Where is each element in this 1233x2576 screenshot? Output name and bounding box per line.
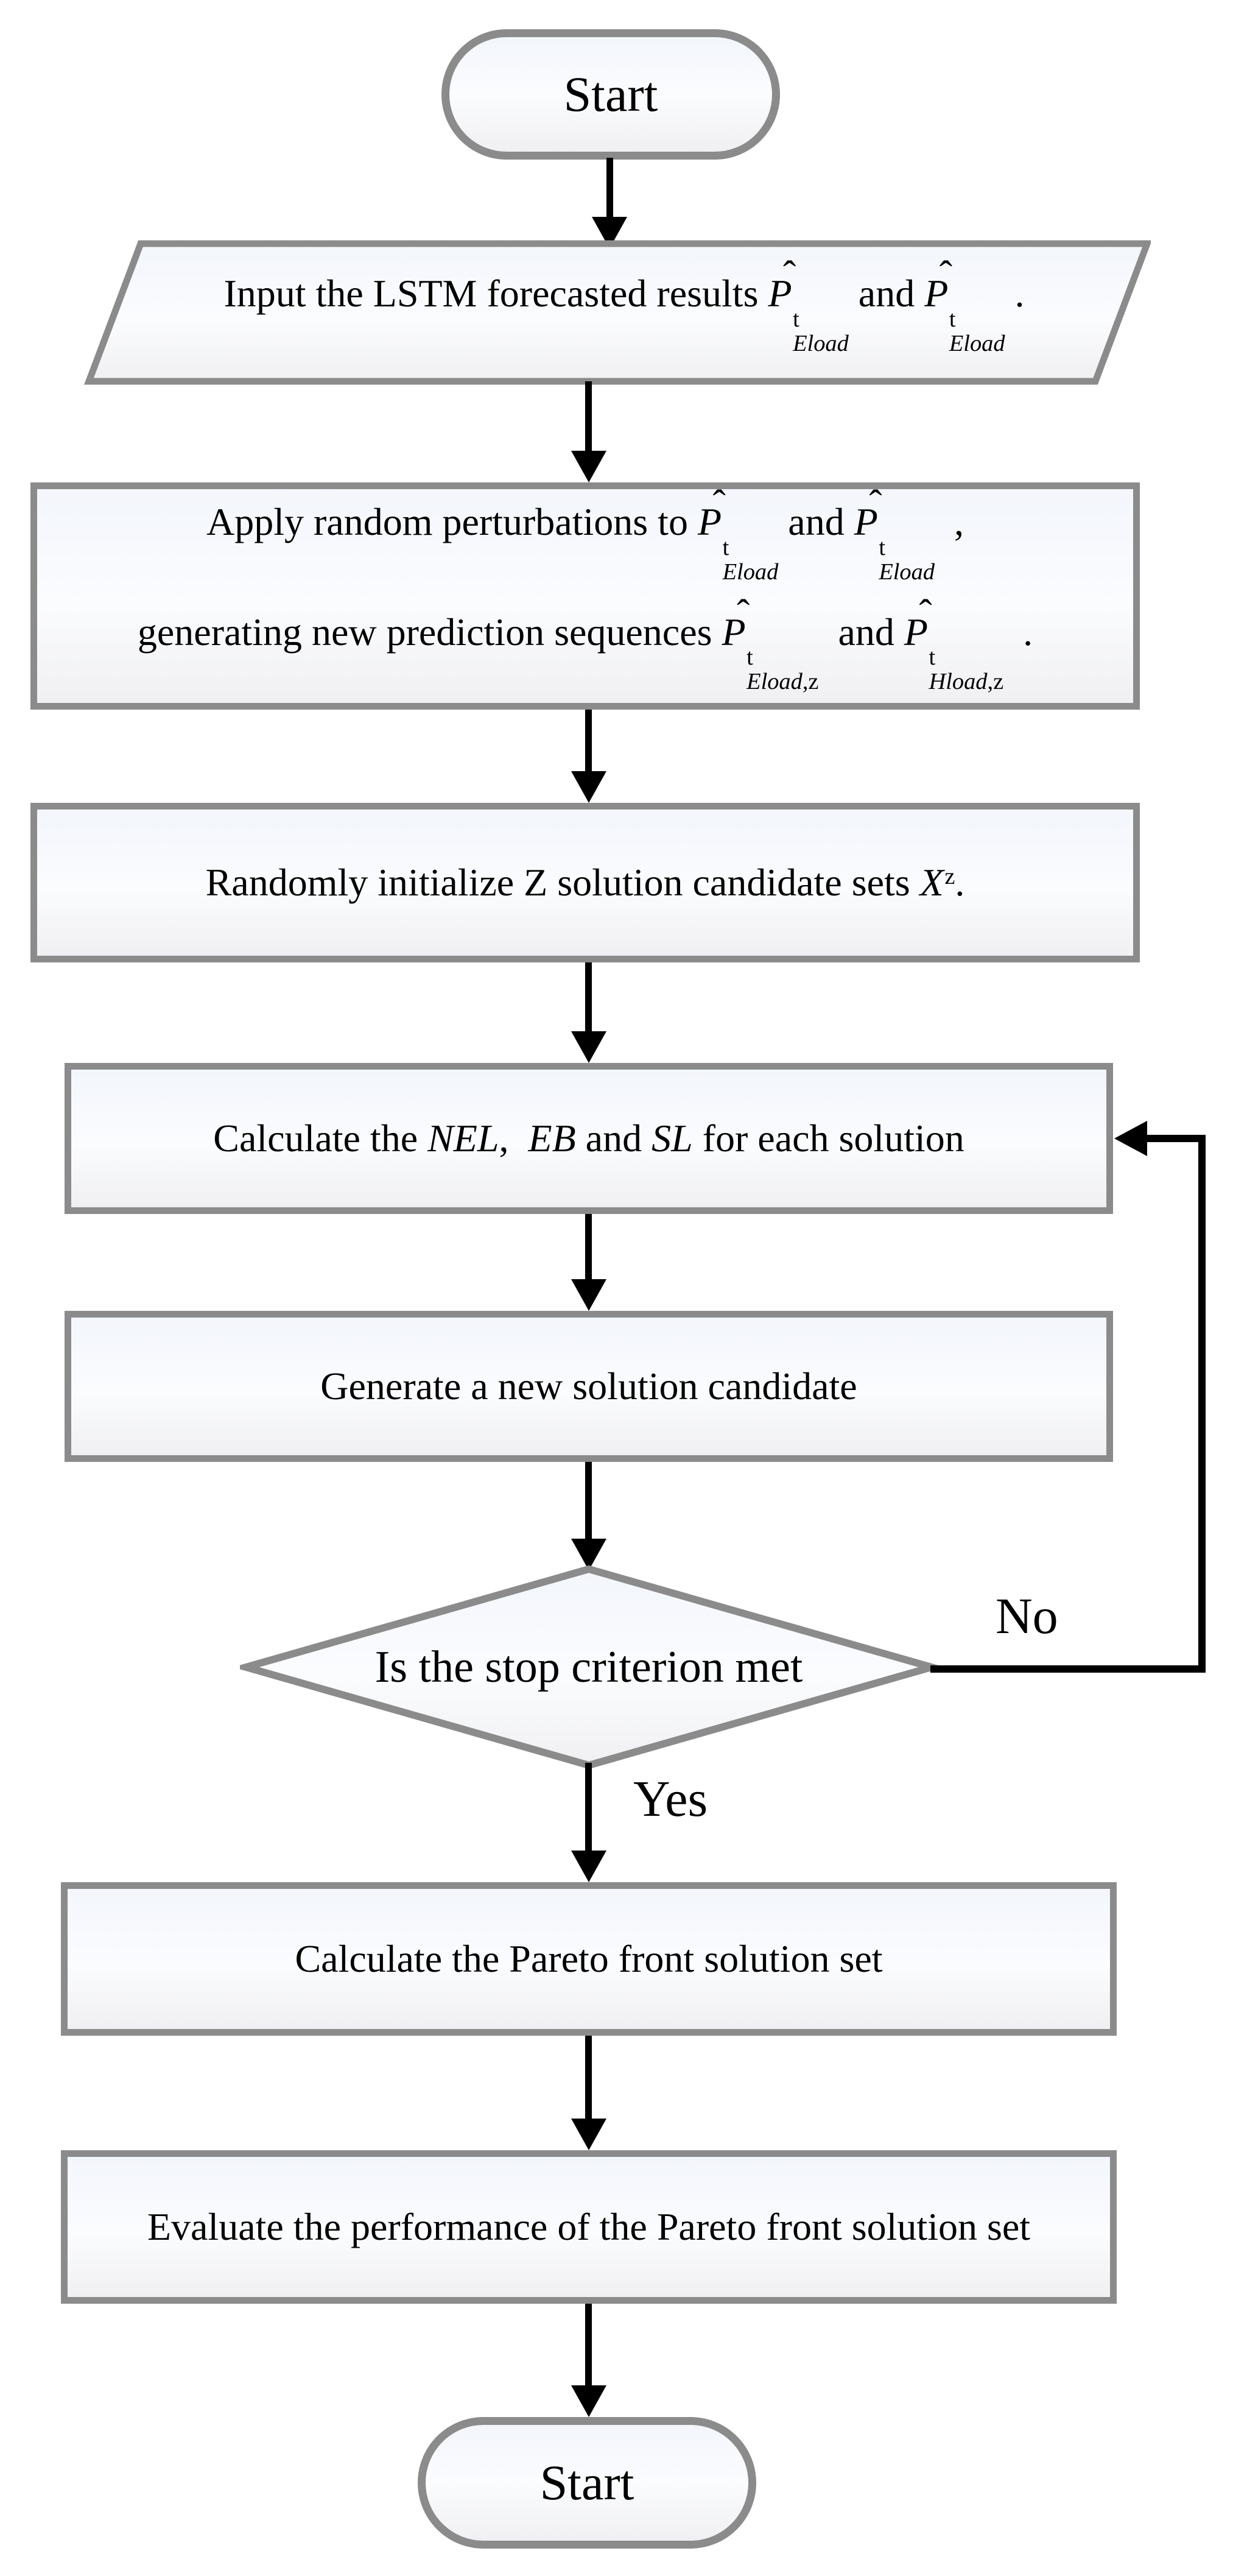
connector-line bbox=[606, 158, 613, 219]
edge-label-no: No bbox=[996, 1588, 1058, 1645]
connector-line bbox=[585, 710, 592, 773]
connector-line bbox=[585, 1462, 592, 1540]
arrowhead-down-icon bbox=[571, 771, 606, 803]
arrowhead-down-icon bbox=[571, 2119, 606, 2150]
edge-label-yes: Yes bbox=[633, 1771, 708, 1827]
pareto-text: Calculate the Pareto front solution set bbox=[295, 1937, 883, 1980]
loop-line-vertical bbox=[1198, 1135, 1206, 1673]
arrowhead-down-icon bbox=[571, 1851, 606, 1882]
connector-line bbox=[585, 962, 592, 1033]
arrowhead-left-icon bbox=[1114, 1121, 1147, 1156]
calc-text: Calculate the NEL, EB and SL for each so… bbox=[213, 1117, 964, 1160]
connector-line bbox=[585, 1214, 592, 1281]
loop-line-bottom bbox=[930, 1665, 1206, 1673]
decision-node: Is the stop criterion met bbox=[240, 1563, 938, 1771]
process-box-generate: Generate a new solution candidate bbox=[65, 1311, 1113, 1462]
arrowhead-down-icon bbox=[571, 1031, 606, 1063]
connector-line bbox=[585, 2304, 592, 2387]
evaluate-text: Evaluate the performance of the Pareto f… bbox=[147, 2205, 1031, 2248]
start-terminator-top: Start bbox=[441, 29, 780, 160]
connector-line bbox=[585, 2036, 592, 2120]
generate-text: Generate a new solution candidate bbox=[320, 1364, 857, 1408]
arrowhead-down-icon bbox=[571, 2385, 606, 2417]
arrowhead-down-icon bbox=[571, 1279, 606, 1311]
decision-text: Is the stop criterion met bbox=[374, 1642, 803, 1692]
loop-line-top bbox=[1147, 1135, 1206, 1142]
input-parallelogram-shape bbox=[84, 240, 1151, 385]
arrowhead-down-icon bbox=[571, 451, 606, 482]
process-box-evaluate: Evaluate the performance of the Pareto f… bbox=[61, 2150, 1117, 2304]
init-text: Randomly initialize Z solution candidate… bbox=[205, 861, 965, 904]
start-bottom-label: Start bbox=[539, 2455, 634, 2510]
process-box-pareto: Calculate the Pareto front solution set bbox=[61, 1882, 1117, 2036]
connector-line bbox=[585, 381, 592, 453]
process-box-calc: Calculate the NEL, EB and SL for each so… bbox=[65, 1063, 1113, 1214]
start-top-label: Start bbox=[563, 66, 658, 122]
start-terminator-bottom: Start bbox=[418, 2417, 756, 2549]
connector-line bbox=[585, 1763, 592, 1851]
process-box-init: Randomly initialize Z solution candidate… bbox=[30, 803, 1140, 962]
arrowhead-down-icon bbox=[571, 1539, 606, 1570]
